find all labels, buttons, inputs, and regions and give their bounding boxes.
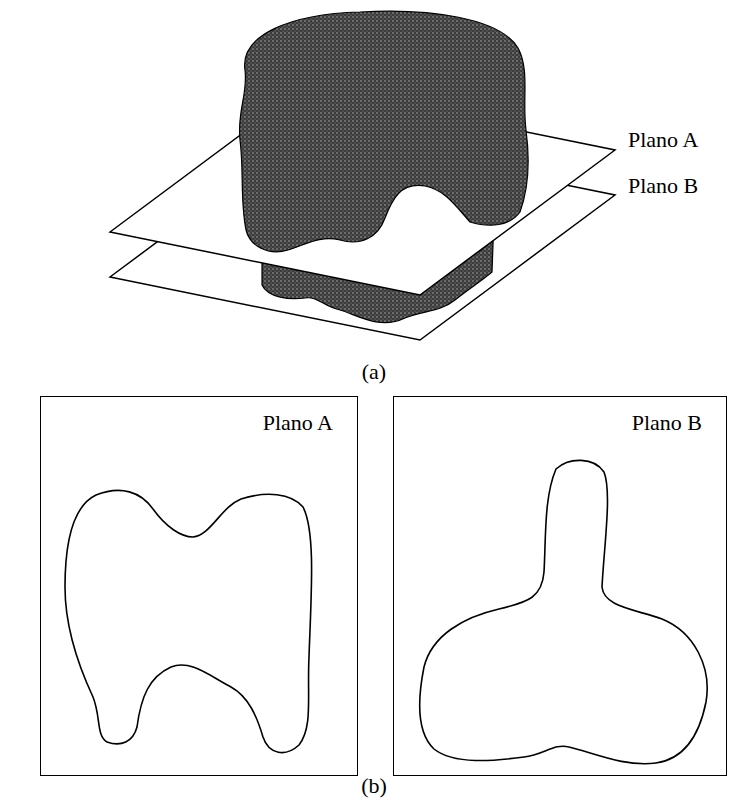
panel-label: (a)	[362, 360, 386, 384]
slice-outline	[41, 397, 359, 777]
upper-section	[239, 11, 528, 252]
panel-label: (b)	[361, 774, 387, 798]
slice-frame: Plano A	[40, 396, 358, 776]
slice-contour	[65, 490, 312, 752]
slice-frame: Plano B	[393, 396, 727, 776]
plane-title: Plano A	[263, 411, 333, 435]
plane-label: Plano B	[628, 174, 698, 198]
slice-outline	[394, 397, 728, 777]
plane-label: Plano A	[628, 128, 698, 152]
slice-contour	[420, 460, 707, 763]
plane-title: Plano B	[632, 411, 702, 435]
